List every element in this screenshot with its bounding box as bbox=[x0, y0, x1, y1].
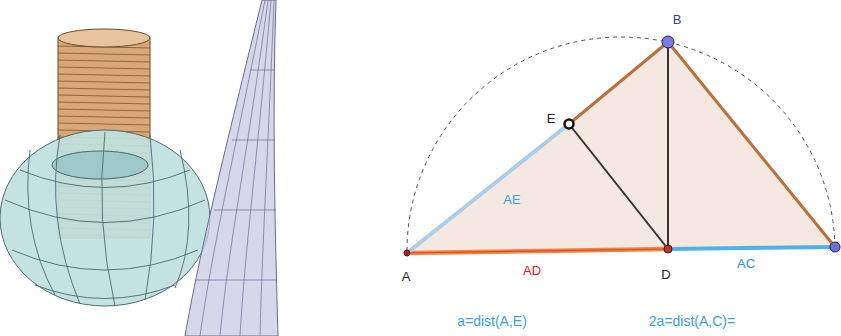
segment-bc bbox=[668, 42, 835, 247]
torus bbox=[0, 130, 210, 306]
cylinder-stripe bbox=[58, 74, 150, 76]
segment-ad bbox=[407, 249, 668, 253]
torus-grid bbox=[5, 132, 205, 306]
torus-outer bbox=[0, 130, 210, 306]
cylinder-top bbox=[58, 29, 150, 47]
cylinder-stripe bbox=[58, 102, 150, 104]
point-b bbox=[662, 36, 674, 48]
cylinder-stripe bbox=[58, 60, 150, 62]
segment-ed bbox=[569, 124, 668, 249]
point-a bbox=[404, 250, 410, 256]
cylinder-stripe bbox=[58, 67, 150, 69]
formula-text: 2a=dist(A,C)= bbox=[649, 314, 735, 328]
triangle-fill bbox=[407, 42, 835, 253]
segment-ad-core bbox=[407, 249, 668, 253]
point-label: E bbox=[547, 112, 556, 125]
cylinder-stripe bbox=[58, 95, 150, 97]
cylinder-stripe bbox=[58, 53, 150, 55]
cylinder-stripe bbox=[58, 123, 150, 125]
segment-ae bbox=[407, 124, 569, 253]
surface-grid bbox=[196, 0, 277, 336]
segment-label: AE bbox=[503, 193, 520, 206]
segment-label: AD bbox=[523, 264, 541, 277]
point-e bbox=[565, 120, 574, 129]
cylinder-stripe bbox=[58, 81, 150, 83]
point-label: D bbox=[661, 268, 670, 281]
surface bbox=[185, 0, 278, 336]
cylinder-stripe bbox=[58, 109, 150, 111]
formula-text: a=dist(A,E) bbox=[457, 314, 527, 328]
torus-hole bbox=[52, 151, 148, 179]
segment-label: AC bbox=[737, 257, 755, 270]
point-label: A bbox=[402, 270, 411, 283]
surface-sheet bbox=[185, 0, 278, 336]
point-c bbox=[830, 242, 840, 252]
cylinder-stripe bbox=[58, 116, 150, 118]
point-d bbox=[664, 245, 672, 253]
cylinder-stripe bbox=[58, 88, 150, 90]
point-label: B bbox=[673, 13, 682, 26]
segment-eb bbox=[569, 42, 668, 124]
segment-bd bbox=[667, 42, 669, 249]
segment-ac bbox=[668, 247, 835, 249]
